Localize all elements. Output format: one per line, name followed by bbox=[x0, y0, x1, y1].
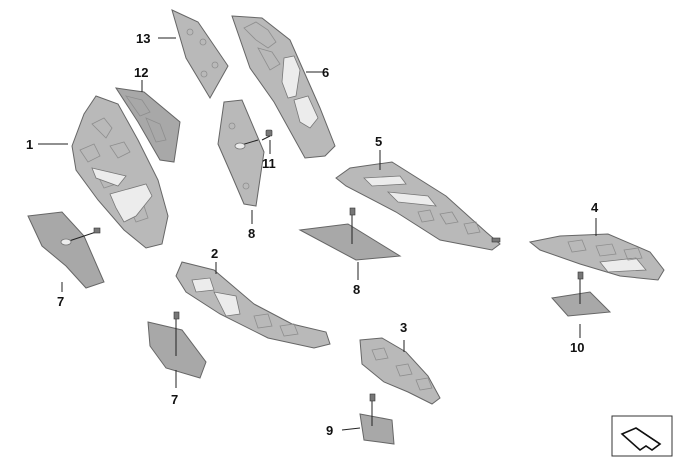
part-6-footrest bbox=[231, 15, 336, 159]
callout-7b: 7 bbox=[171, 392, 178, 407]
callout-7a: 7 bbox=[57, 294, 64, 309]
part-10-bracket bbox=[551, 271, 612, 317]
callout-3: 3 bbox=[400, 320, 407, 335]
part-7-bracket-bottom bbox=[147, 311, 207, 379]
callout-6: 6 bbox=[322, 65, 329, 80]
callout-4: 4 bbox=[591, 200, 599, 215]
callout-1: 1 bbox=[26, 137, 33, 152]
part-5-footrest bbox=[335, 161, 501, 251]
part-3-footrest bbox=[359, 337, 441, 405]
diagram-corner-icon bbox=[611, 415, 673, 457]
callout-2: 2 bbox=[211, 246, 218, 261]
callout-13: 13 bbox=[136, 31, 150, 46]
part-9-bracket bbox=[359, 393, 395, 445]
callout-9: 9 bbox=[326, 423, 333, 438]
callout-8b: 8 bbox=[353, 282, 360, 297]
part-11-screw bbox=[217, 99, 273, 207]
part-13-footrest-plate bbox=[171, 9, 229, 99]
part-4-footrest bbox=[528, 233, 665, 281]
callout-5: 5 bbox=[375, 134, 382, 149]
part-1-footrest bbox=[71, 95, 169, 249]
part-8-bracket-center bbox=[298, 207, 402, 261]
callout-10: 10 bbox=[570, 340, 584, 355]
part-12-trim-plate bbox=[114, 87, 181, 163]
part-7-bracket-left bbox=[27, 211, 105, 289]
callout-12: 12 bbox=[134, 65, 148, 80]
callout-11: 11 bbox=[262, 156, 276, 171]
part-2-footrest bbox=[175, 261, 331, 349]
callout-8a: 8 bbox=[248, 226, 255, 241]
